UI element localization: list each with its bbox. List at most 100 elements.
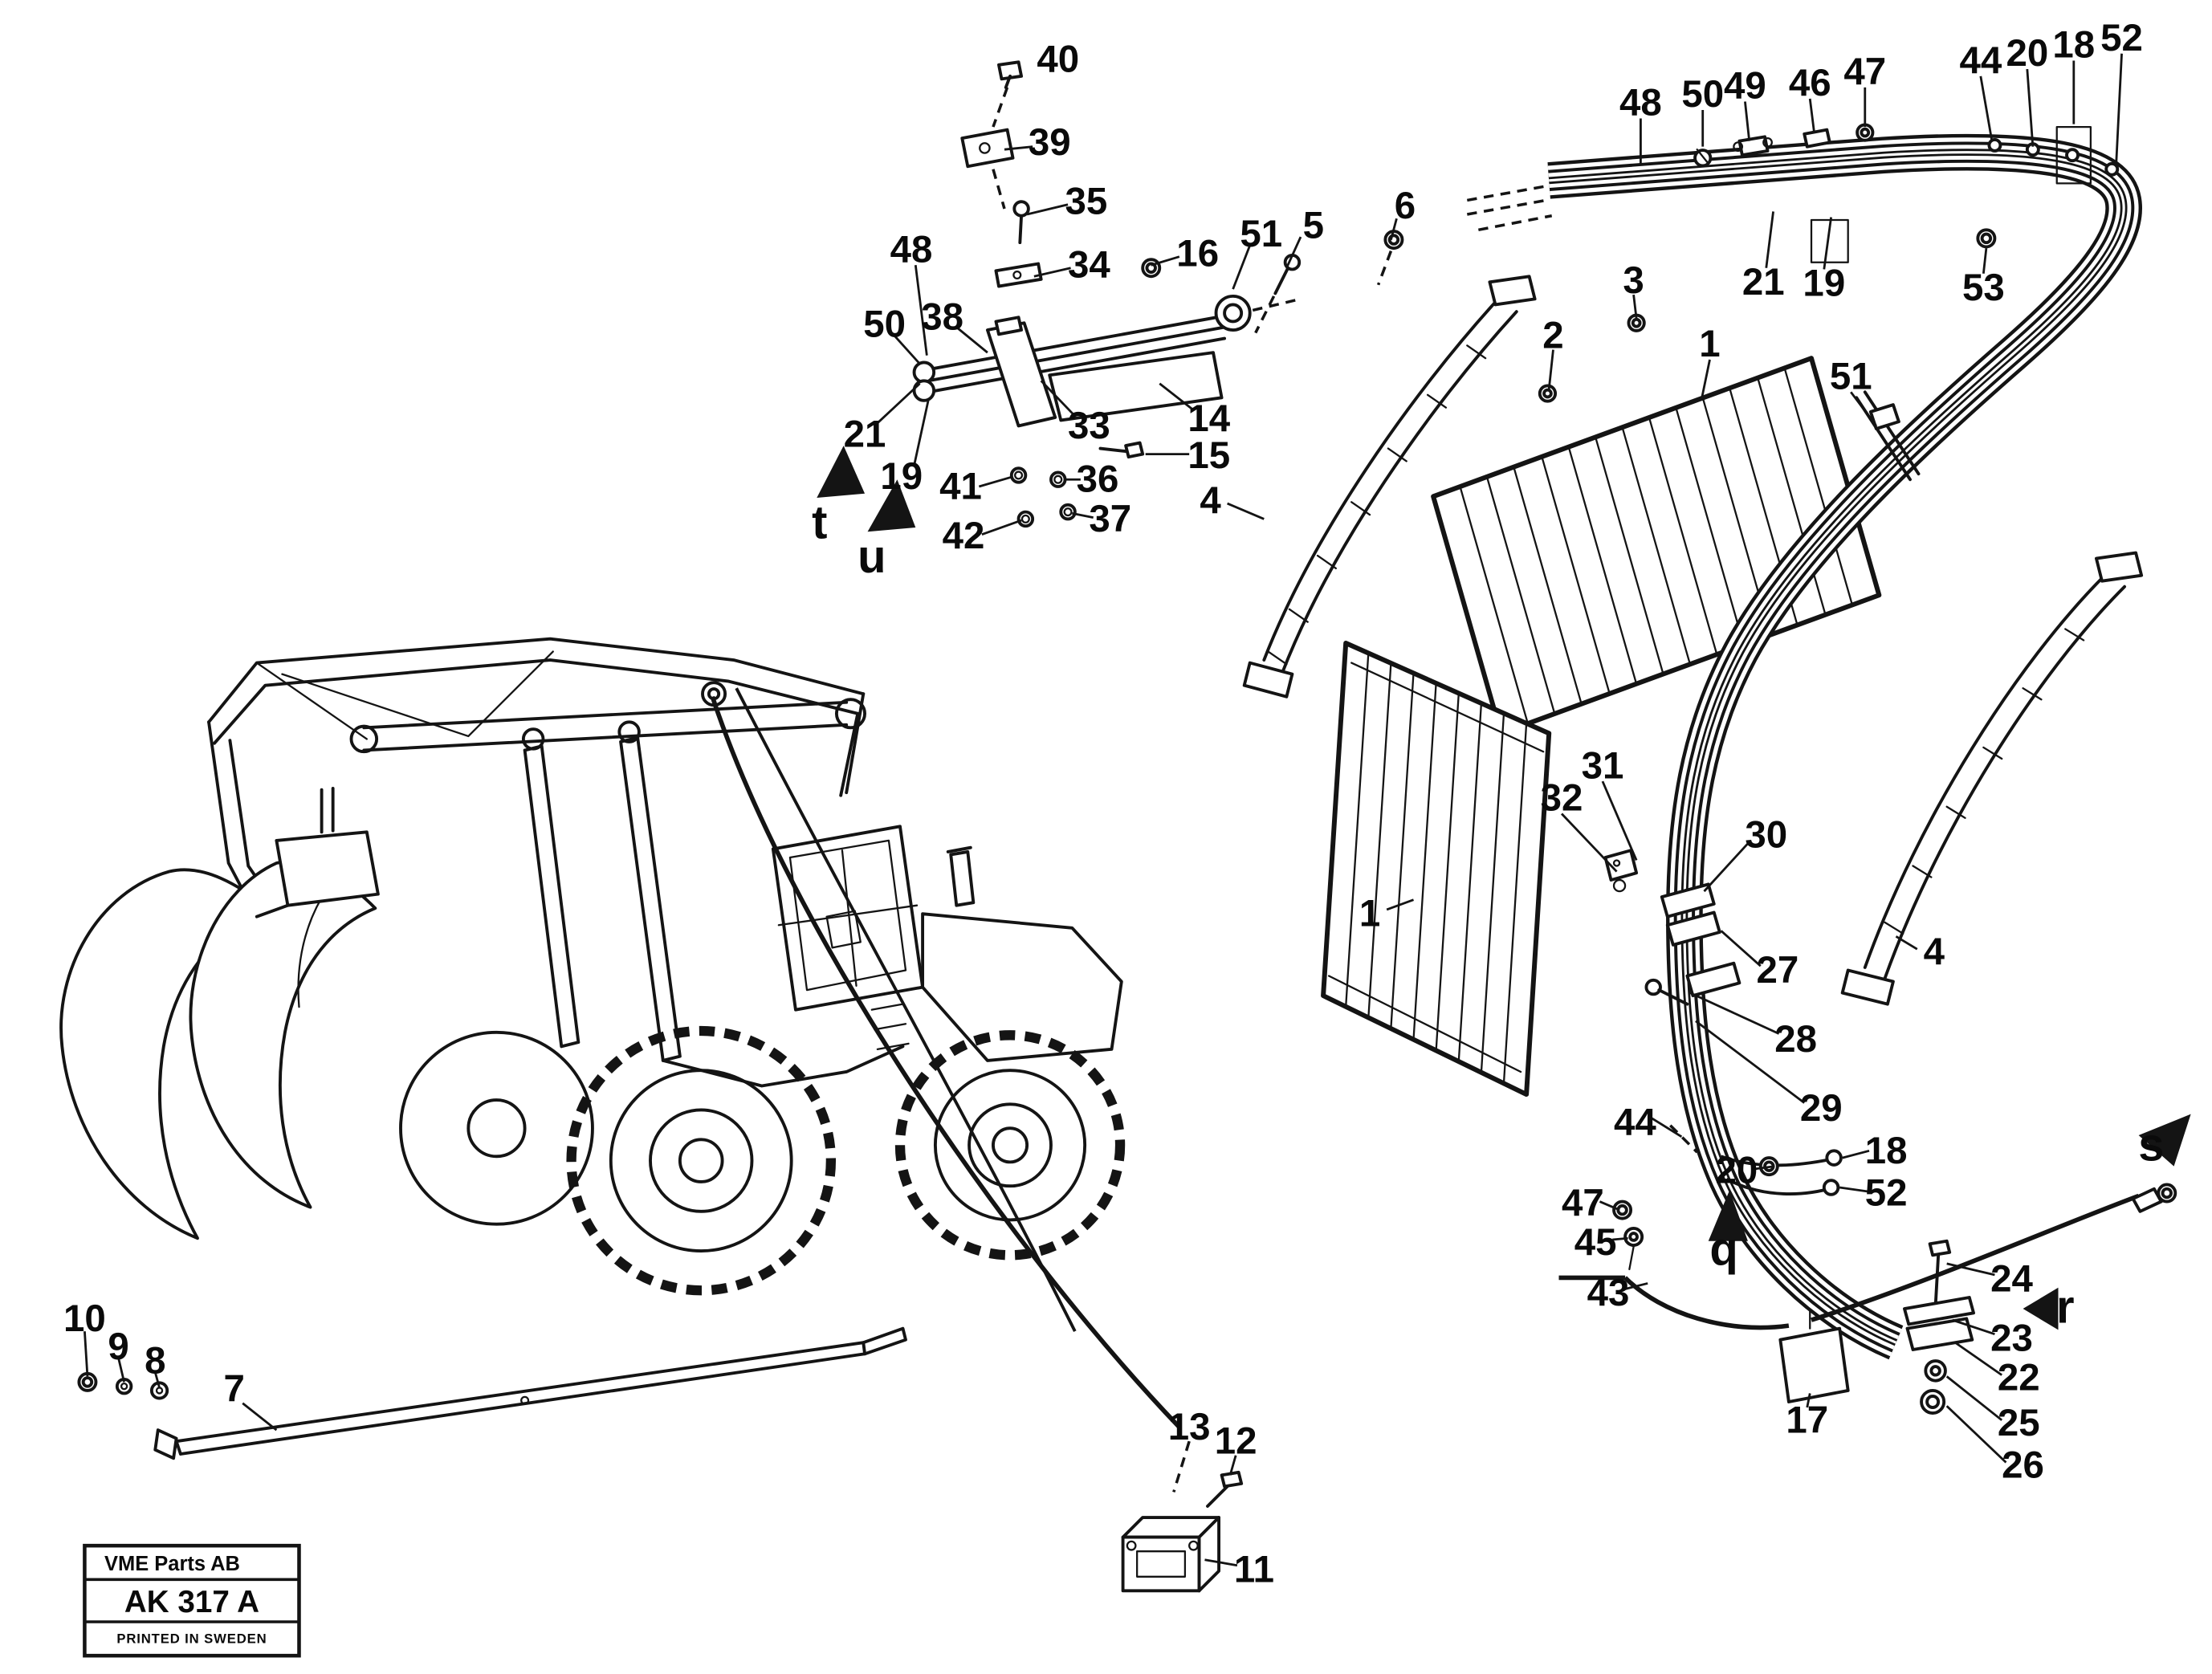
- small-hardware: [77, 60, 1997, 1508]
- direction-arrows: [817, 446, 2191, 1330]
- part-callout-47: 47: [1562, 1182, 1604, 1224]
- rear-wheel: [894, 1030, 1126, 1261]
- part-callout-22: 22: [1998, 1357, 2040, 1399]
- part-callout-37: 37: [1089, 498, 1131, 540]
- view-marker-q: q: [1709, 1224, 1737, 1275]
- bracket-39: [960, 128, 1015, 169]
- part-callout-4: 4: [1200, 479, 1221, 522]
- view-marker-t: t: [812, 498, 827, 549]
- grapple-attachment: [59, 786, 380, 1240]
- title-block: VME Parts AB AK 317 A PRINTED IN SWEDEN: [83, 1543, 301, 1658]
- part-callout-44: 44: [1959, 39, 2002, 82]
- bracket-part-11: [1121, 1516, 1220, 1593]
- part-callout-20: 20: [1716, 1149, 1758, 1191]
- part-callout-52: 52: [2100, 17, 2143, 59]
- part-callout-10: 10: [63, 1297, 106, 1340]
- document-number: AK 317 A: [124, 1585, 259, 1619]
- publisher-name: VME Parts AB: [104, 1553, 240, 1575]
- part-callout-43: 43: [1587, 1272, 1630, 1314]
- part-callout-8: 8: [145, 1340, 165, 1383]
- part-callout-47: 47: [1843, 51, 1886, 93]
- part-callout-52: 52: [1865, 1172, 1908, 1215]
- part-callout-39: 39: [1029, 121, 1071, 164]
- mid-run-clamps: [1603, 849, 1741, 1006]
- part-callout-51: 51: [1240, 213, 1282, 255]
- operator-cab: [771, 825, 925, 1012]
- part-callout-13: 13: [1168, 1406, 1211, 1448]
- part-callout-38: 38: [921, 296, 963, 339]
- part-callout-12: 12: [1215, 1420, 1257, 1463]
- part-callout-5: 5: [1303, 205, 1324, 247]
- clamp-assembly-top-left: [912, 128, 1252, 428]
- lift-cylinders: [521, 720, 682, 1062]
- part-callout-1: 1: [1359, 893, 1380, 935]
- part-callout-4: 4: [1924, 931, 1945, 973]
- part-callout-51: 51: [1830, 355, 1872, 397]
- part-callout-50: 50: [863, 303, 906, 346]
- engine-hood: [661, 845, 1123, 1088]
- beam-part-7: [153, 1326, 907, 1460]
- part-callout-1: 1: [1699, 323, 1720, 365]
- part-callout-45: 45: [1574, 1221, 1617, 1264]
- view-marker-s: s: [2138, 1119, 2164, 1171]
- front-grille: [1321, 640, 1552, 1098]
- part-callout-36: 36: [1077, 458, 1119, 501]
- leader-lines: [84, 53, 2123, 1567]
- part-callout-21: 21: [844, 413, 886, 456]
- guard-frame-upper: [1242, 275, 1537, 699]
- part-callout-46: 46: [1789, 62, 1831, 104]
- view-arrow-r-icon: [2023, 1287, 2059, 1330]
- part-callout-18: 18: [2052, 24, 2095, 67]
- part-callout-15: 15: [1187, 434, 1230, 477]
- part-callout-50: 50: [1681, 73, 1724, 116]
- part-callout-3: 3: [1623, 259, 1644, 302]
- part-callout-48: 48: [890, 228, 933, 271]
- part-callout-23: 23: [1990, 1317, 2033, 1359]
- view-marker-u: u: [858, 532, 886, 583]
- part-callout-34: 34: [1068, 244, 1110, 287]
- part-callout-42: 42: [943, 515, 985, 557]
- part-callout-21: 21: [1742, 261, 1785, 303]
- view-marker-r: r: [2056, 1281, 2075, 1333]
- view-arrow-t-icon: [817, 446, 866, 499]
- part-callout-40: 40: [1037, 38, 1079, 80]
- part-callout-53: 53: [1962, 267, 2005, 309]
- hose-bundle: [1466, 123, 2142, 1360]
- part-callout-29: 29: [1800, 1087, 1843, 1130]
- part-callout-27: 27: [1756, 949, 1799, 992]
- part-callout-49: 49: [1724, 65, 1766, 108]
- part-callout-18: 18: [1865, 1130, 1908, 1172]
- part-callout-26: 26: [2002, 1444, 2044, 1487]
- part-callout-7: 7: [223, 1368, 244, 1411]
- tag-plate-17: [1778, 1326, 1850, 1403]
- gusset-plate-14: [1048, 351, 1224, 422]
- guard-frame-right: [1840, 551, 2144, 1006]
- part-callout-17: 17: [1786, 1399, 1828, 1441]
- part-callout-44: 44: [1614, 1102, 1656, 1144]
- view-arrow-u-icon: [867, 479, 916, 532]
- part-callout-9: 9: [108, 1326, 128, 1368]
- part-callout-6: 6: [1395, 185, 1416, 227]
- part-callout-48: 48: [1619, 82, 1662, 124]
- view-arrow-q-icon: [1708, 1190, 1748, 1241]
- rear-left-wheel: [399, 1030, 594, 1226]
- wheel-loader-illustration: [59, 637, 1181, 1429]
- part-callout-19: 19: [1803, 263, 1845, 305]
- part-callout-31: 31: [1582, 744, 1624, 787]
- part-callout-30: 30: [1745, 813, 1787, 856]
- part-callout-24: 24: [1990, 1258, 2033, 1301]
- front-wheel: [566, 1025, 837, 1296]
- clamp-plate-38: [985, 321, 1057, 428]
- part-callout-35: 35: [1065, 181, 1108, 223]
- view-arrow-s-icon: [2138, 1114, 2191, 1167]
- part-callout-28: 28: [1774, 1018, 1817, 1061]
- part-callout-16: 16: [1176, 233, 1219, 275]
- part-callout-19: 19: [880, 455, 923, 498]
- part-callout-20: 20: [2006, 32, 2048, 75]
- part-callout-11: 11: [1234, 1549, 1274, 1591]
- part-callout-33: 33: [1068, 405, 1110, 447]
- printed-note: PRINTED IN SWEDEN: [116, 1631, 267, 1647]
